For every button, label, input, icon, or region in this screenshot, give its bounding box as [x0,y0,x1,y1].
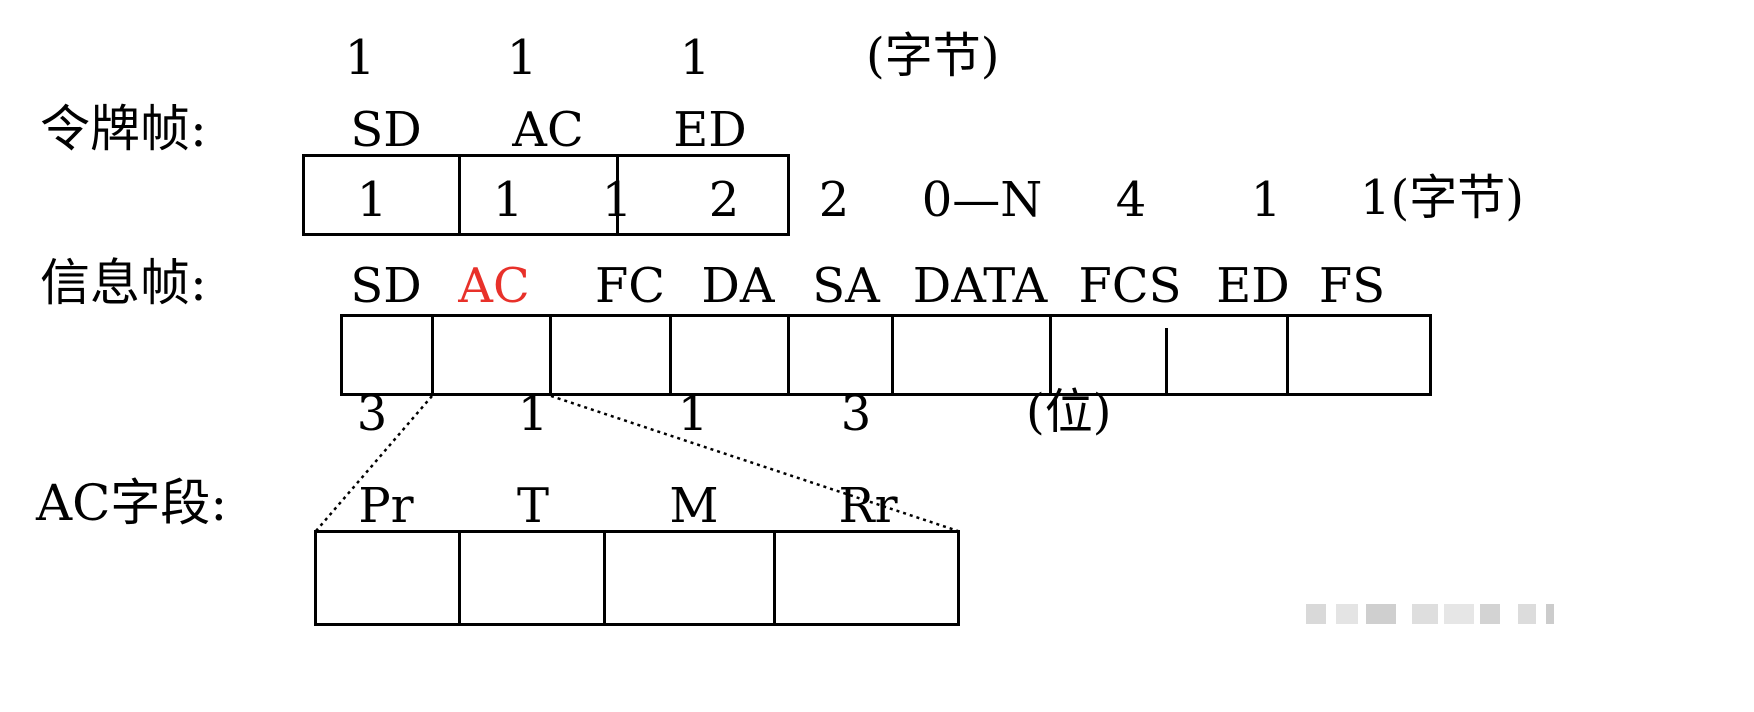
info-size-ed: 1 [1250,172,1282,228]
ac-divider [458,530,461,626]
info-field-ac: AC [458,258,530,314]
info-size-sa: 2 [818,172,850,228]
info-frame-box [340,314,1432,396]
info-field-fc: FC [594,258,666,314]
token-size-ac: 1 [506,30,538,86]
info-divider [549,314,552,396]
info-divider [669,314,672,396]
token-size-sd: 1 [344,30,376,86]
ac-size-unit: (位) [1026,384,1112,440]
info-size-ac: 1 [492,172,524,228]
info-divider [1049,314,1052,396]
info-size-sd: 1 [356,172,388,228]
info-field-data: DATA [912,258,1048,314]
token-frame-label: 令牌帧: [40,100,207,158]
info-divider [431,314,434,396]
info-divider [787,314,790,396]
ac-divider [773,530,776,626]
ac-field-pr: Pr [358,478,414,534]
info-field-fcs: FCS [1078,258,1182,314]
info-size-fcs: 4 [1115,172,1147,228]
token-frame-box [302,154,790,236]
info-divider [1286,314,1289,396]
info-size-fs-unit: 1(字节) [1360,170,1524,226]
ac-size-rr: 3 [840,386,872,442]
token-size-unit: (字节) [866,28,1000,84]
ac-size-pr: 3 [356,386,388,442]
info-field-ed: ED [1216,258,1290,314]
info-size-da: 2 [708,172,740,228]
ac-field-t: T [516,478,550,534]
ac-size-t: 1 [517,386,549,442]
info-field-sd: SD [350,258,422,314]
info-field-da: DA [701,258,775,314]
ac-divider [603,530,606,626]
info-field-fs: FS [1318,258,1386,314]
ac-field-rr: Rr [838,478,898,534]
info-size-fc: 1 [601,172,633,228]
ac-field-m: M [669,478,719,534]
info-frame-label: 信息帧: [40,254,207,312]
ac-expansion-right-line [550,394,959,533]
info-divider [891,314,894,396]
token-field-sd: SD [350,102,422,158]
info-field-sa: SA [812,258,880,314]
token-divider [616,154,619,236]
info-size-data: 0—N [921,172,1043,228]
token-field-ac: AC [512,102,584,158]
token-divider [458,154,461,236]
token-field-ed: ED [673,102,747,158]
ac-size-m: 1 [677,386,709,442]
token-size-ed: 1 [679,30,711,86]
ac-expansion-left-line [315,395,433,532]
ac-field-label: AC字段: [36,474,228,532]
ac-field-box [314,530,960,626]
info-divider [1165,328,1168,396]
